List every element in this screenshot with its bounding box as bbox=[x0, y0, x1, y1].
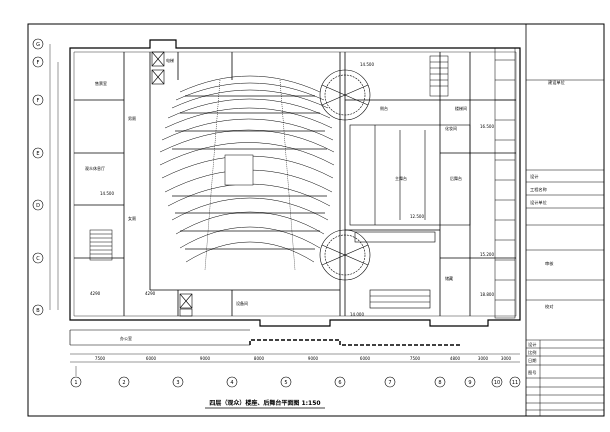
col-3: 3 bbox=[176, 380, 179, 386]
col-10: 10 bbox=[494, 380, 500, 386]
col-1: 1 bbox=[74, 380, 77, 386]
dim-5: 6000 bbox=[360, 356, 371, 361]
stage-area bbox=[349, 124, 471, 309]
tb-row-2: 工程名称 bbox=[530, 186, 547, 193]
tb-row-1: 设计 bbox=[530, 173, 538, 180]
label-side-stage: 侧台 bbox=[380, 105, 388, 111]
level-6: 18.800 bbox=[480, 292, 494, 297]
dim-9: 3000 bbox=[501, 356, 512, 361]
col-5: 5 bbox=[284, 380, 287, 386]
tb-row-7: 比例 bbox=[528, 349, 536, 356]
label-equip: 设备间 bbox=[236, 300, 248, 306]
col-9: 9 bbox=[468, 380, 471, 386]
tb-row-4: 审核 bbox=[545, 260, 554, 267]
tb-row-8: 日期 bbox=[528, 358, 536, 364]
label-toilet-f: 女厕 bbox=[128, 215, 136, 221]
label-stair: 楼梯间 bbox=[455, 105, 467, 111]
elev-text-0: 4290 bbox=[90, 291, 101, 296]
col-4: 4 bbox=[230, 380, 233, 386]
level-0: 14.500 bbox=[360, 62, 374, 67]
dim-1: 6000 bbox=[146, 356, 157, 361]
label-stage: 主舞台 bbox=[395, 175, 407, 181]
tb-row-0: 建设单位 bbox=[548, 79, 565, 86]
dim-8: 3000 bbox=[478, 356, 489, 361]
auditorium-seating bbox=[159, 75, 335, 271]
label-elev: 电梯 bbox=[166, 57, 174, 63]
col-11: 11 bbox=[512, 380, 518, 386]
level-3: 16.500 bbox=[480, 124, 494, 129]
label-storage: 储藏 bbox=[445, 275, 453, 281]
elev-text-1: 4290 bbox=[145, 291, 156, 296]
row-B: B bbox=[36, 308, 40, 314]
row-E: E bbox=[36, 151, 39, 157]
tb-row-3: 设计单位 bbox=[530, 199, 547, 206]
level-4: 15.200 bbox=[480, 252, 494, 257]
tb-row-5: 校对 bbox=[545, 303, 553, 310]
label-dressing: 化妆间 bbox=[445, 125, 457, 131]
row-D: D bbox=[36, 203, 40, 209]
tb-row-9: 图号 bbox=[528, 370, 536, 376]
seat-dots bbox=[172, 95, 327, 250]
drawing-title-group: 四层（观众）楼座、后舞台平面图 1:150 bbox=[205, 399, 325, 409]
stairs bbox=[89, 47, 516, 319]
label-ticket: 售票室 bbox=[95, 80, 107, 86]
dim-0: 7500 bbox=[95, 356, 106, 361]
title-block: 建设单位 设计 工程名称 设计单位 审核 校对 设计 比例 日期 图号 bbox=[525, 23, 605, 417]
tb-row-6: 设计 bbox=[528, 341, 536, 348]
label-office: 办公室 bbox=[120, 335, 132, 341]
dim-7: 4800 bbox=[450, 356, 461, 361]
label-back-stage: 后舞台 bbox=[450, 175, 462, 181]
label-lobby: 观众休息厅 bbox=[85, 165, 105, 171]
elevators bbox=[151, 51, 193, 317]
row-axis-bubbles: G F F E D C B bbox=[32, 38, 59, 316]
level-5: 14.000 bbox=[350, 312, 364, 317]
row-G: G bbox=[36, 42, 40, 48]
col-7: 7 bbox=[388, 380, 391, 386]
row-F2: F bbox=[37, 60, 40, 66]
level-1: 14.500 bbox=[100, 191, 114, 196]
row-F: F bbox=[37, 98, 40, 104]
level-labels: 14.500 14.500 12.500 16.500 15.200 14.00… bbox=[90, 62, 494, 317]
bottom-dimensions: 7500 6000 9000 8000 9000 6000 7500 4800 … bbox=[70, 353, 520, 363]
col-6: 6 bbox=[338, 380, 341, 386]
label-toilet-m: 男厕 bbox=[128, 115, 136, 121]
room-labels: 售票室 观众休息厅 主舞台 后舞台 侧台 化妆间 储藏 男厕 女厕 办公室 楼梯… bbox=[85, 57, 467, 341]
building-outline bbox=[69, 39, 521, 346]
dim-2: 9000 bbox=[200, 356, 211, 361]
drawing-title: 四层（观众）楼座、后舞台平面图 1:150 bbox=[209, 399, 320, 407]
dim-3: 8000 bbox=[254, 356, 265, 361]
column-axis-bubbles: 1 2 3 4 5 6 7 8 9 10 11 bbox=[70, 366, 521, 388]
dim-6: 7500 bbox=[410, 356, 421, 361]
stage-turntables bbox=[319, 69, 371, 281]
level-2: 12.500 bbox=[410, 214, 424, 219]
dim-4: 9000 bbox=[308, 356, 319, 361]
row-C: C bbox=[36, 256, 40, 262]
col-8: 8 bbox=[438, 380, 441, 386]
col-2: 2 bbox=[122, 380, 125, 386]
